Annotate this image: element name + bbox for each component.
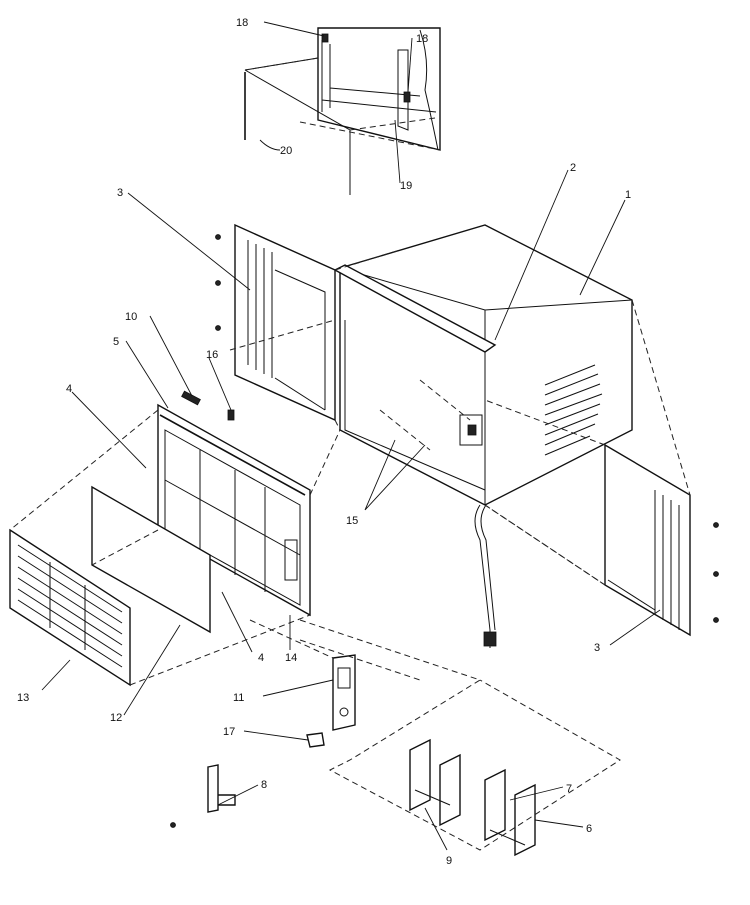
mounting-brackets — [409, 738, 536, 857]
callout-16: 16 — [206, 349, 218, 361]
knob-part-17 — [306, 732, 325, 748]
leader-lines — [41, 21, 661, 851]
callout-18-top-right: 18 — [416, 33, 428, 45]
bracket-part-8 — [207, 764, 236, 813]
callout-18-top-left: 18 — [236, 17, 248, 29]
cabinet-louvers — [544, 364, 603, 456]
cabinet-part-1 — [339, 224, 633, 506]
rail-part-2 — [333, 264, 497, 353]
window-frame-assembly — [244, 27, 441, 195]
callout-19: 19 — [400, 180, 412, 192]
power-cord — [474, 504, 496, 648]
side-curtain-right — [604, 443, 719, 637]
callout-labels: 18 18 20 19 3 2 1 10 5 16 4 15 4 14 3 13… — [17, 17, 631, 867]
callout-13: 13 — [17, 692, 29, 704]
callout-5: 5 — [113, 336, 119, 348]
callout-4-lower: 4 — [258, 652, 264, 664]
callout-4-upper: 4 — [66, 383, 72, 395]
callout-2: 2 — [570, 162, 576, 174]
callout-3-left-panel: 3 — [117, 187, 123, 199]
callout-9: 9 — [446, 855, 452, 867]
callout-6: 6 — [586, 823, 592, 835]
side-curtain-left — [215, 223, 336, 422]
callout-14: 14 — [285, 652, 297, 664]
assembly-guide-lines — [9, 249, 691, 851]
callout-15: 15 — [346, 515, 358, 527]
callout-20: 20 — [280, 145, 292, 157]
callout-17: 17 — [223, 726, 235, 738]
callout-12: 12 — [110, 712, 122, 724]
callout-11: 11 — [233, 692, 244, 704]
filter-part-12 — [91, 485, 211, 634]
callout-1: 1 — [625, 189, 631, 201]
callout-8: 8 — [261, 779, 267, 791]
callout-10: 10 — [125, 311, 137, 323]
callout-3-right-panel: 3 — [594, 642, 600, 654]
control-panel-part-11 — [332, 654, 356, 731]
callout-7: 7 — [566, 783, 572, 795]
